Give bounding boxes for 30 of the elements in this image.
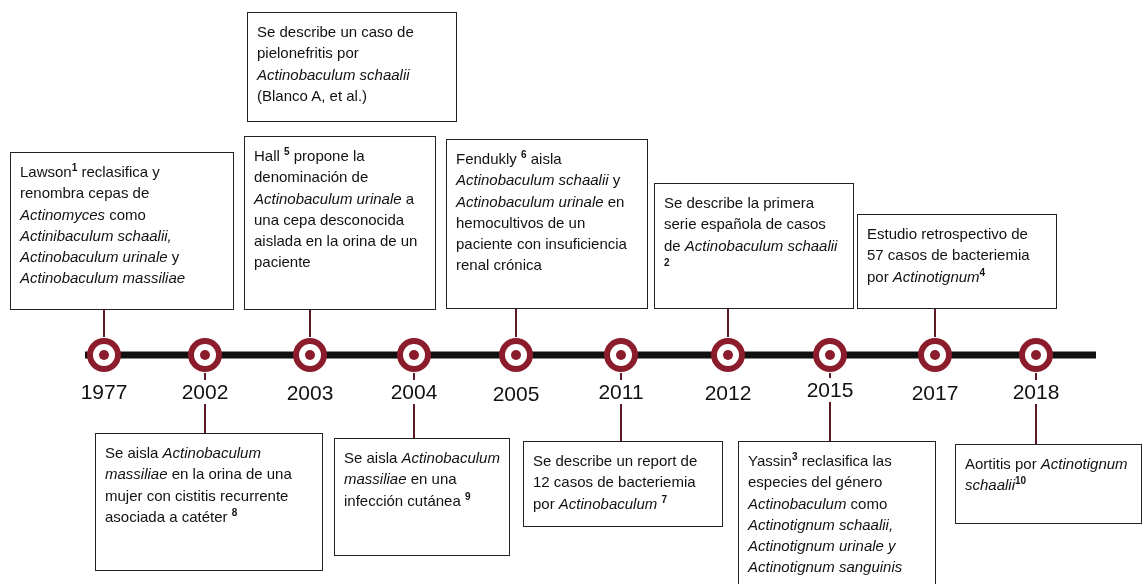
connector-line <box>309 309 311 338</box>
event-text-box: Lawson$^{1}$ reclasifica y renombra cepas de Actinomyces como Actinibaculum schaalii, Actinobaculum urinale y Actinobaculum massiliae <box>10 152 234 310</box>
connector-line <box>727 308 729 338</box>
year-label: 2004 <box>388 380 440 404</box>
connector-line <box>934 308 936 338</box>
timeline-marker <box>710 337 746 373</box>
timeline-marker <box>498 337 534 373</box>
timeline-marker <box>917 337 953 373</box>
timeline-marker <box>187 337 223 373</box>
connector-line <box>103 309 105 338</box>
year-label: 2015 <box>804 378 856 402</box>
event-text-box: Aortitis por Actinotignum schaalii$^{10}$ <box>955 444 1142 524</box>
timeline-marker <box>603 337 639 373</box>
event-text-box: Se describe un caso de pielonefritis por Actinobaculum schaalii (Blanco A, et al.) <box>247 12 457 122</box>
event-text-box: Se aisla Actinobaculum massiliae en una infección cutánea $^{9}$ <box>334 438 510 556</box>
timeline-marker <box>86 337 122 373</box>
timeline-marker <box>1018 337 1054 373</box>
year-label: 2018 <box>1010 380 1062 404</box>
timeline-marker <box>812 337 848 373</box>
event-text-box: Hall $^{5}$ propone la denominación de Actinobaculum urinale a una cepa desconocida aislada en la orina de un paciente <box>244 136 436 310</box>
event-text-box: Se aisla Actinobaculum massiliae en la orina de una mujer con cistitis recurrente asociada a catéter $^{8}$ <box>95 433 323 571</box>
event-text-box: Se describe un report de 12 casos de bacteriemia por Actinobaculum $^{7}$ <box>523 441 723 527</box>
event-text-box: Fendukly $^{6}$ aisla Actinobaculum schaalii y Actinobaculum urinale en hemocultivos de un paciente con insuficiencia renal crónica <box>446 139 648 309</box>
connector-line <box>515 308 517 338</box>
timeline-marker <box>396 337 432 373</box>
timeline-marker <box>292 337 328 373</box>
year-label: 2011 <box>596 380 646 404</box>
event-text-box: Estudio retrospectivo de 57 casos de bacteriemia por Actinotignum$^{4}$ <box>857 214 1057 309</box>
event-text-box: Yassin$^{3}$ reclasifica las especies del género Actinobaculum como Actinotignum schaalii, Actinotignum urinale y Actinotignum sanguinis <box>738 441 936 584</box>
year-label: 2002 <box>179 380 231 404</box>
